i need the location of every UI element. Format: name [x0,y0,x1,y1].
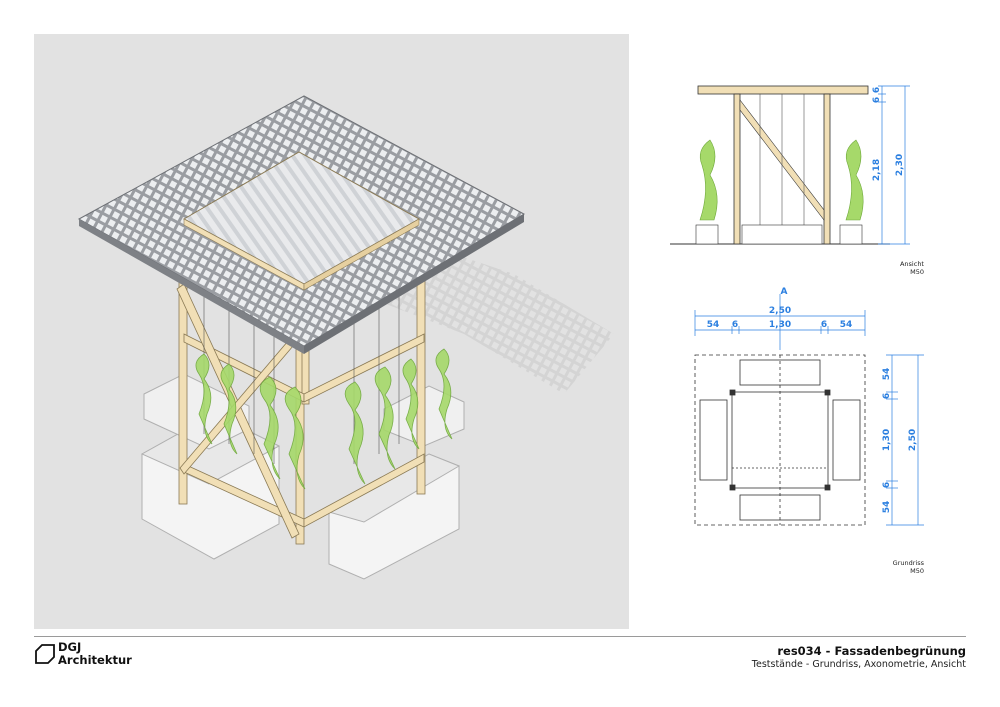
plan-dim-right: 54 [840,320,853,330]
elev-dim-top: 6 [872,87,882,93]
logo-text: DGJ Architektur [58,640,132,667]
plan-dim-center-v: 1,30 [882,429,892,451]
axonometric-drawing [77,95,614,580]
plan-dim-top-small: 6 [882,393,892,399]
plan-section-marker: A [781,287,788,297]
dgj-logo-icon [35,644,55,664]
plan-dim-total-v: 2,50 [908,429,918,451]
elev-dim-mid: 6 [872,97,882,103]
climbing-plants [195,348,453,490]
plan-outline [694,354,866,526]
plan-dim-center-h: 1,30 [769,320,791,330]
plan-dim-top: 54 [882,368,892,381]
plan-dim-bottom: 54 [882,501,892,514]
plan-dim-left: 54 [707,320,720,330]
plan-dimensions-vertical [886,354,924,526]
elevation-dimensions [878,85,910,245]
logo: DGJ Architektur [34,641,154,671]
project-subtitle: Teststände - Grundriss, Axonometrie, Ans… [751,659,966,670]
elev-dim-total: 2,30 [895,154,905,176]
axonometric-view [34,34,629,629]
elevation-structure [670,85,890,245]
plan-dim-total-h: 2,50 [769,306,791,316]
plan-caption: Grundriss M50 [892,559,924,575]
elevation-caption: Ansicht M50 [899,260,924,276]
plan-dim-bottom-small: 6 [882,482,892,488]
title-block: res034 - Fassadenbegrünung Teststände - … [752,644,966,671]
plan-drawing: A 2,50 54 6 1,30 6 54 54 6 1,30 2,50 6 5… [694,287,924,526]
plan-dim-right-small: 6 [821,320,827,330]
elevation-drawing: 6 6 2,18 2,30 [670,85,910,245]
elev-dim-height: 2,18 [872,159,882,181]
footer-divider [34,636,966,637]
plan-dim-left-small: 6 [732,320,738,330]
project-title: res034 - Fassadenbegrünung [777,644,966,658]
roof-grating [77,95,526,354]
plan-dimensions-horizontal [694,294,866,350]
